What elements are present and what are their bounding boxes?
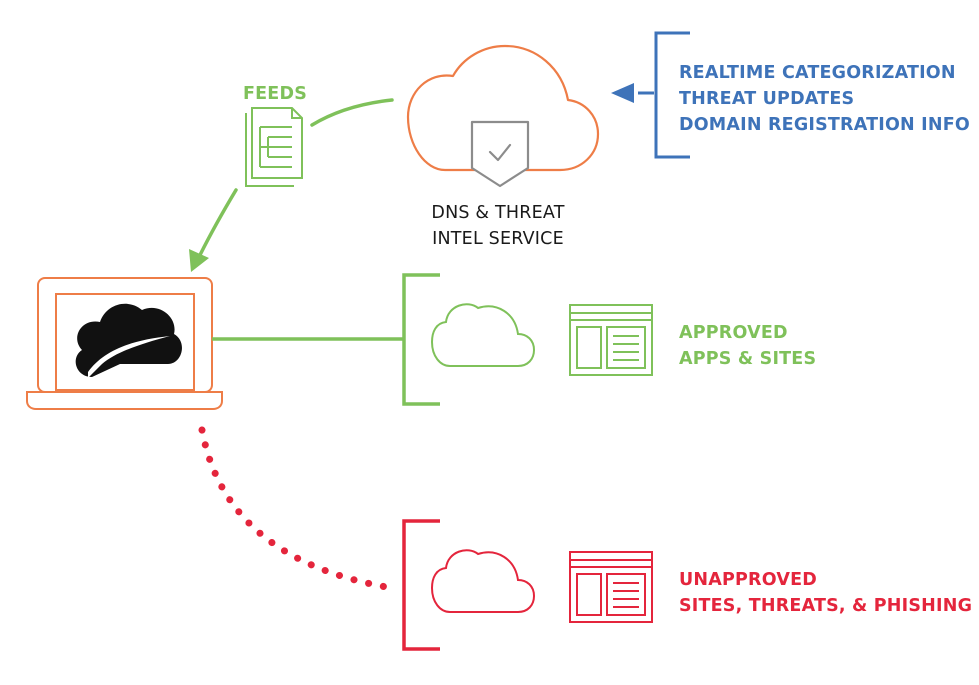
intel-source-item: DOMAIN REGISTRATION INFO: [679, 115, 970, 135]
intel-sources-bracket: [654, 31, 690, 159]
feeds-label: FEEDS: [243, 84, 307, 104]
service-cloud-outline: [406, 44, 600, 172]
cloud-icon: [430, 303, 536, 367]
unapproved-label-line2: SITES, THREATS, & PHISHING: [679, 596, 972, 616]
browser-window-icon: [569, 551, 653, 623]
brand-cloud-logo-icon: [75, 303, 182, 378]
approved-label-line2: APPS & SITES: [679, 349, 816, 369]
laptop-icon: [26, 277, 223, 410]
unapproved-bracket: [402, 519, 440, 651]
shield-icon: [470, 120, 530, 188]
unapproved-label-line1: UNAPPROVED: [679, 570, 817, 590]
cloud-icon: [430, 549, 536, 613]
checkmark-icon: [488, 143, 512, 162]
intel-source-item: THREAT UPDATES: [679, 89, 854, 109]
cloud-shield-icon: [406, 44, 600, 188]
service-label-line2: INTEL SERVICE: [432, 229, 564, 249]
arrow-left-icon: [611, 83, 654, 103]
intel-source-item: REALTIME CATEGORIZATION: [679, 63, 956, 83]
document-icon: [245, 107, 303, 187]
arrow-down-icon: [189, 249, 209, 272]
service-label-line1: DNS & THREAT: [431, 203, 564, 223]
approved-label-line1: APPROVED: [679, 323, 788, 343]
feed-arrow: [198, 188, 238, 257]
approved-bracket: [402, 273, 440, 406]
browser-window-icon: [569, 304, 653, 376]
feed-connector: [310, 98, 394, 127]
blocked-connector: [198, 426, 396, 592]
